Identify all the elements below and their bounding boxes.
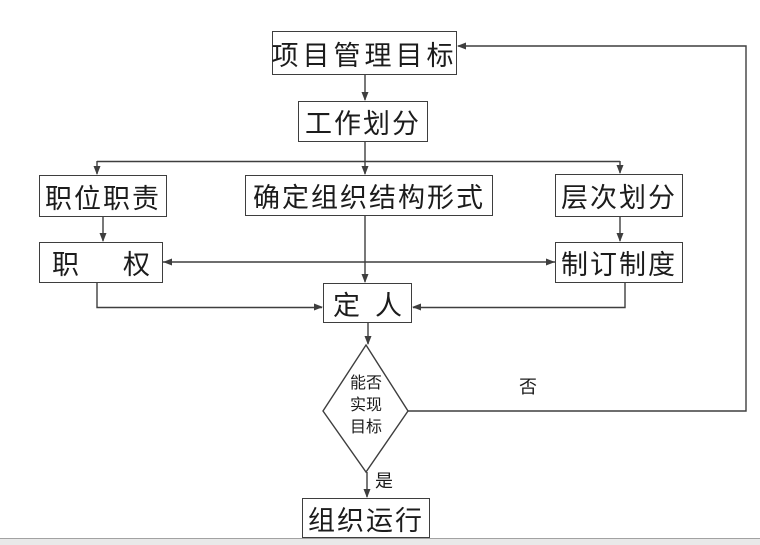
node-assign-people-char-left: 定 [333, 290, 360, 322]
node-organization-operation: 组织运行 [302, 498, 430, 538]
node-assign-people: 定 人 [323, 283, 412, 323]
edge-label-no: 否 [519, 377, 537, 398]
decision-diamond-text: 能否 实现 目标 [322, 372, 410, 438]
decision-diamond-shape [322, 343, 409, 474]
node-level-division: 层次划分 [555, 174, 683, 217]
decision-line-1: 能否 [349, 373, 382, 392]
node-org-structure-form: 确定组织结构形式 [245, 175, 493, 216]
node-project-management-goal: 项目管理目标 [272, 31, 457, 75]
connector-system-person [413, 283, 626, 309]
arrowhead [93, 166, 101, 175]
arrowhead [99, 233, 107, 242]
node-assign-people-char-right: 人 [375, 290, 402, 322]
node-work-division: 工作划分 [298, 101, 428, 142]
arrowhead [361, 274, 369, 283]
edge-label-yes: 是 [375, 471, 393, 492]
arrowhead [314, 303, 323, 311]
arrowhead [616, 165, 624, 174]
arrowhead [361, 92, 369, 101]
arrowhead [364, 336, 372, 345]
arrowhead [412, 303, 421, 311]
node-position-duties: 职位职责 [39, 175, 167, 217]
arrowhead [616, 233, 624, 242]
arrowhead [163, 258, 172, 266]
arrowhead [546, 258, 555, 266]
connector-authority-person [96, 283, 322, 309]
node-authority-char-left: 职 [52, 250, 79, 281]
connector-no-feedback [408, 45, 747, 412]
node-authority-char-right: 权 [123, 250, 150, 281]
node-establish-rules: 制订制度 [555, 242, 683, 283]
decision-line-2: 实现 [349, 395, 382, 414]
arrowhead [361, 166, 369, 175]
node-authority: 职 权 [39, 242, 163, 283]
arrowhead [457, 42, 466, 50]
decision-line-3: 目标 [349, 417, 382, 436]
arrowhead [363, 489, 371, 498]
page-bottom-edge [0, 538, 760, 545]
